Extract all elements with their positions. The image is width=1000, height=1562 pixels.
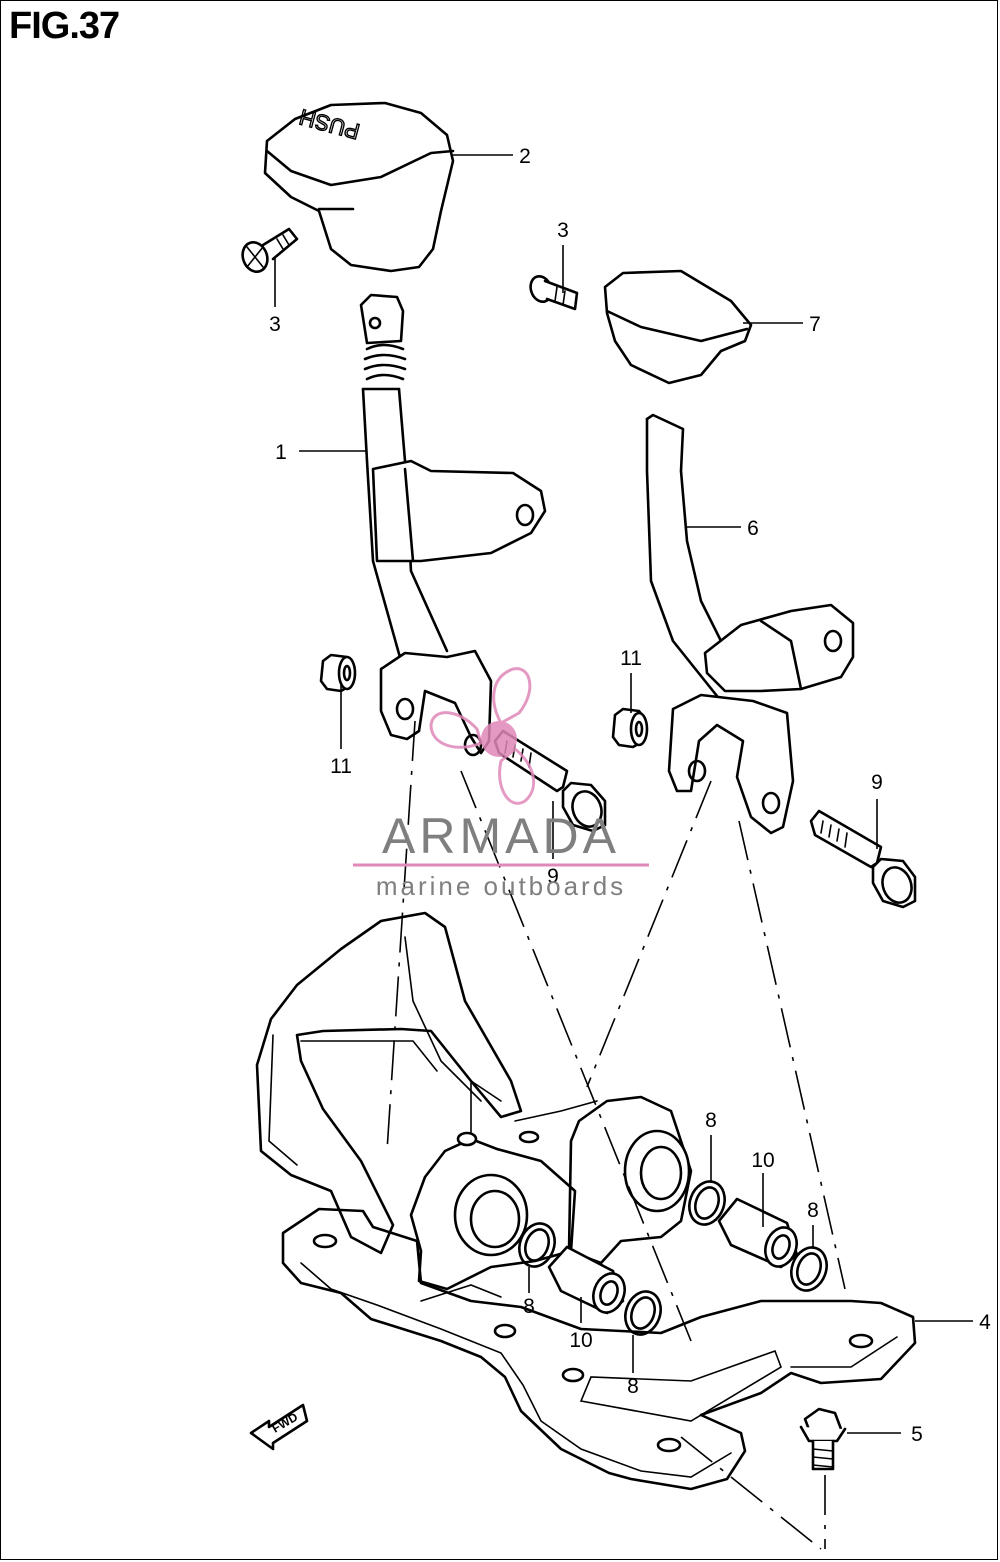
callout-11: 11 [330,755,352,778]
watermark-brand: ARMADA [382,808,620,864]
shift-lever-left [359,293,547,757]
callout-8: 8 [705,1109,717,1132]
callout-8: 8 [807,1199,819,1222]
callout-1: 1 [275,441,287,464]
callout-10: 10 [751,1149,774,1172]
callout-10: 10 [569,1329,592,1352]
mounting-bolt [799,1407,847,1471]
callout-5: 5 [911,1423,923,1446]
lever-cap [603,269,753,385]
armada-watermark: ARMADA marine outboards [353,667,649,901]
callout-8: 8 [523,1295,535,1318]
callout-4: 4 [979,1311,991,1334]
o-rings [518,1180,828,1336]
callout-9: 9 [547,865,559,888]
bolt-right [809,809,917,909]
shroud-bracket [255,911,523,1255]
nut-left [319,653,357,693]
callout-leaders [274,154,973,1434]
screw-right [529,275,579,311]
callout-8: 8 [627,1375,639,1398]
fwd-arrow-icon: FWD [249,1403,309,1451]
callout-6: 6 [747,517,759,540]
screw-left [241,227,299,273]
propeller-logo-icon [429,667,536,805]
nut-right [611,707,649,749]
shift-lever-right [645,413,855,835]
callout-numbers: 1 2 3 3 4 5 6 7 8 8 8 8 9 9 10 10 11 11 [269,145,991,1446]
base-plate [281,1130,917,1491]
lever-knob: PUSH [263,101,455,273]
callout-3: 3 [557,219,569,242]
callout-2: 2 [519,145,531,168]
callout-3: 3 [269,313,281,336]
watermark-tagline: marine outboards [376,871,626,901]
callout-7: 7 [809,313,821,336]
callout-11: 11 [620,647,642,670]
bushings [547,1197,799,1315]
callout-9: 9 [871,771,883,794]
pivot-housing [409,1079,693,1291]
figure-title: FIG.37 [9,5,120,47]
